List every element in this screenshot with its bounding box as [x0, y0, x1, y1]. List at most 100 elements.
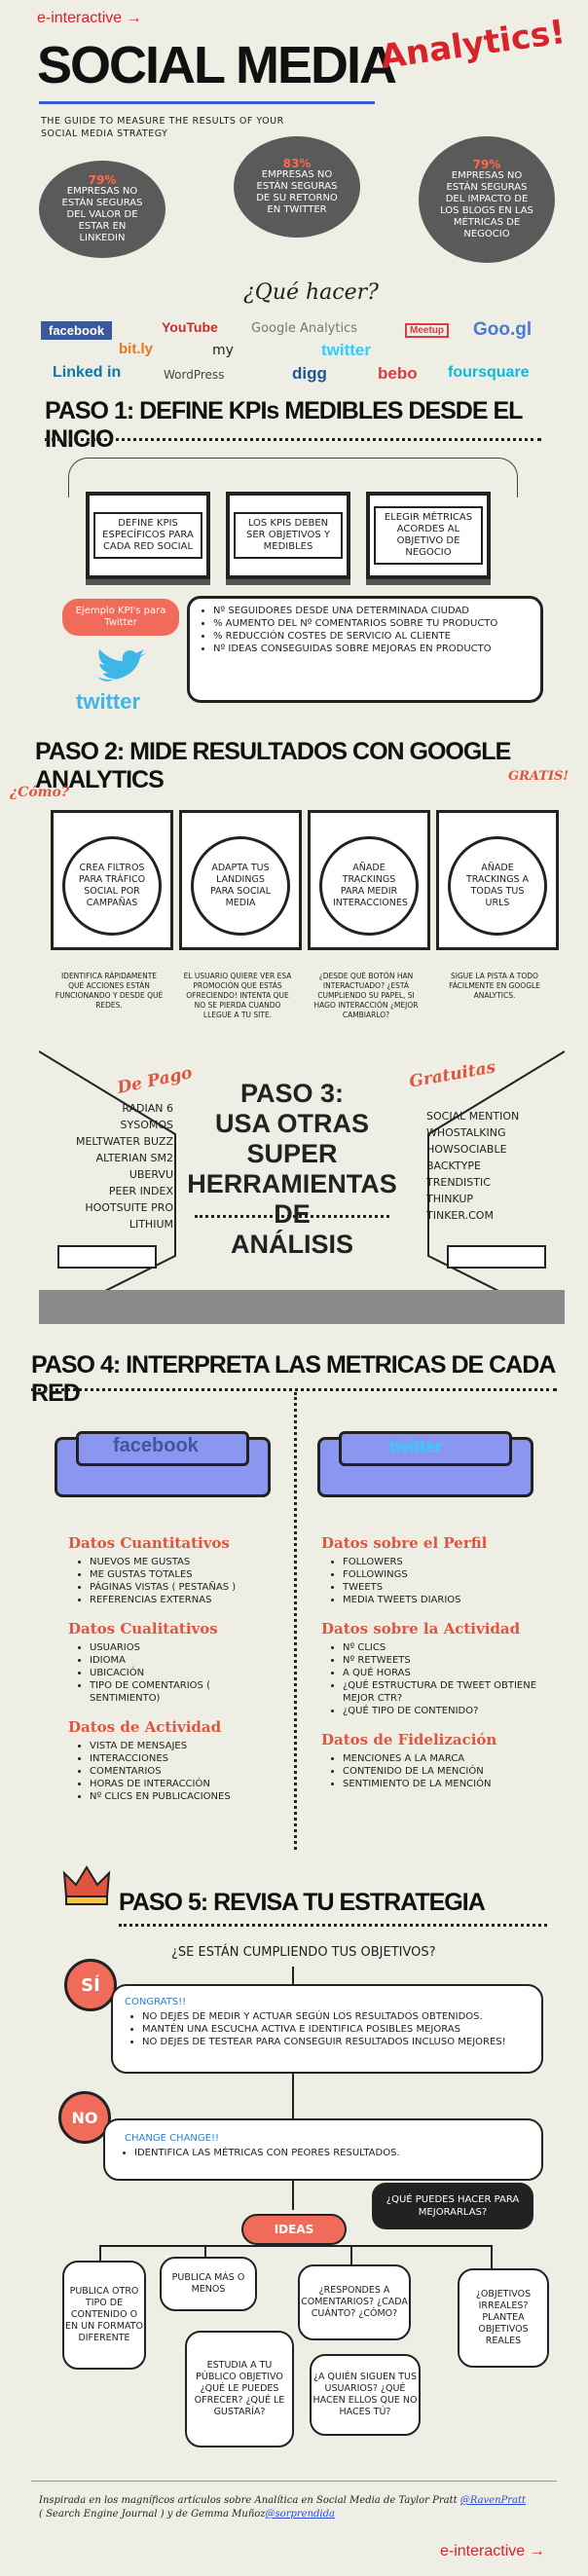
- washer-door: CREA FILTROS PARA TRÁFICO SOCIAL POR CAM…: [62, 836, 162, 936]
- si-list: NO DEJES DE MEDIR Y ACTUAR SEGÚN LOS RES…: [113, 2010, 541, 2048]
- washer-text: AÑADE TRACKINGS PARA MEDIR INTERACCIONES: [333, 863, 408, 908]
- metrics-list: MENCIONES A LA MARCA CONTENIDO DE LA MEN…: [321, 1752, 545, 1790]
- si-circle: SÍ: [64, 1959, 117, 2011]
- paso2-title: PASO 2: MIDE RESULTADOS CON GOOGLE ANALY…: [35, 738, 511, 793]
- title-underline-arrow: [39, 101, 375, 104]
- list-item: TRENDISTIC: [426, 1176, 491, 1189]
- idea-bubble: ¿A QUIÉN SIGUEN TUS USUARIOS? ¿QUÉ HACEN…: [310, 2354, 421, 2436]
- list-item: MELTWATER BUZZ: [75, 1135, 173, 1148]
- idea-bubble: ¿OBJETIVOS IRREALES? PLANTEA OBJETIVOS R…: [458, 2268, 549, 2368]
- google-analytics-logo: Google Analytics: [251, 321, 358, 336]
- list-item: ALTERIAN SM2: [95, 1152, 173, 1164]
- objectives-question: ¿SE ESTÁN CUMPLIENDO TUS OBJETIVOS?: [171, 1945, 436, 1960]
- list-item: Nº RETWEETS: [343, 1654, 545, 1667]
- list-item: THINKUP: [426, 1193, 474, 1205]
- facebook-logo: facebook: [113, 1435, 199, 1456]
- paso3-title: PASO 3: USA OTRAS SUPER HERRAMIENTAS DE …: [185, 1079, 399, 1260]
- footer-line: ( Search Engine Journal ) y de Gemma Muñ…: [39, 2508, 565, 2521]
- tv-text: ELEGIR MÉTRICAS ACORDES AL OBJETIVO DE N…: [373, 506, 484, 565]
- kpi-list: Nº SEGUIDORES DESDE UNA DETERMINADA CIUD…: [190, 605, 540, 655]
- list-item: USUARIOS: [90, 1641, 282, 1654]
- metrics-list: NUEVOS ME GUSTAS ME GUSTAS TOTALES PÁGIN…: [68, 1556, 282, 1606]
- idea-bubble: ESTUDIA A TU PÚBLICO OBJETIVO ¿QUÉ LE PU…: [185, 2331, 294, 2447]
- flow-line: [204, 2245, 206, 2257]
- list-item: TWEETS: [343, 1581, 545, 1594]
- section-title: Datos sobre la Actividad: [321, 1620, 521, 1638]
- como-label: ¿Cómo?: [10, 785, 70, 800]
- list-item: ¿QUÉ ESTRUCTURA DE TWEET OBTIENE MEJOR C…: [343, 1679, 545, 1705]
- kpi-list-box: Nº SEGUIDORES DESDE UNA DETERMINADA CIUD…: [187, 596, 543, 703]
- washer-3: AÑADE TRACKINGS PARA MEDIR INTERACCIONES: [308, 810, 430, 950]
- washer-note: ¿DESDE QUÉ BOTÓN HAN INTERACTUADO? ¿ESTÁ…: [313, 972, 419, 1019]
- congrats-label: CONGRATS!!: [125, 1997, 187, 2007]
- meetup-logo: Meetup: [405, 323, 449, 338]
- list-item: % AUMENTO DEL Nº COMENTARIOS SOBRE TU PR…: [213, 617, 540, 630]
- list-item: FOLLOWERS: [343, 1556, 545, 1568]
- googl-logo: Goo.gl: [473, 319, 533, 340]
- brand-text: e-interactive: [440, 2543, 526, 2559]
- washer-note: SIGUE LA PISTA A TODO FÁCILMENTE EN GOOG…: [449, 972, 540, 1000]
- list-item: NO DEJES DE TESTEAR PARA CONSEGUIR RESUL…: [142, 2036, 541, 2048]
- arrow-icon: →: [122, 10, 142, 26]
- washer-text: AÑADE TRACKINGS A TODAS TUS URLS: [465, 863, 530, 908]
- taylor-pratt-link[interactable]: @RavenPratt: [459, 2495, 527, 2506]
- page-title-accent: Analytics!: [378, 12, 568, 78]
- washer-1: CREA FILTROS PARA TRÁFICO SOCIAL POR CAM…: [51, 810, 173, 950]
- idea-bubble: PUBLICA OTRO TIPO DE CONTENIDO O EN UN F…: [62, 2261, 146, 2370]
- gemma-link[interactable]: @sorprendida: [265, 2509, 335, 2520]
- linkedin-logo: Linked in: [53, 364, 122, 381]
- list-item: MEDIA TWEETS DIARIOS: [343, 1594, 545, 1606]
- list-item: PEER INDEX: [108, 1185, 173, 1197]
- list-item: ME GUSTAS TOTALES: [90, 1568, 282, 1581]
- list-item: SENTIMIENTO DE LA MENCIÓN: [343, 1778, 545, 1790]
- my-logo: my: [212, 343, 234, 358]
- free-tools-list: SOCIAL MENTION WHOSTALKING HOWSOCIABLE B…: [426, 1108, 553, 1224]
- que-hacer-heading: ¿Qué hacer?: [243, 280, 379, 305]
- paso3-line: HERRAMIENTAS DE: [187, 1169, 397, 1229]
- list-item: UBERVU: [129, 1168, 173, 1181]
- list-item: REFERENCIAS EXTERNAS: [90, 1594, 282, 1606]
- list-item: CONTENIDO DE LA MENCIÓN: [343, 1765, 545, 1778]
- stat-bubble-linkedin: 79% EMPRESAS NO ESTÁN SEGURAS DEL VALOR …: [39, 161, 165, 258]
- sofa-back: [76, 1431, 249, 1466]
- washer-note: EL USUARIO QUIERE VER ESA PROMOCIÓN QUE …: [183, 972, 292, 1019]
- flow-line: [491, 2245, 493, 2270]
- metrics-list: Nº CLICS Nº RETWEETS A QUÉ HORAS ¿QUÉ ES…: [321, 1641, 545, 1717]
- metrics-list: FOLLOWERS FOLLOWINGS TWEETS MEDIA TWEETS…: [321, 1556, 545, 1606]
- stat-text: EMPRESAS NO ESTÁN SEGURAS DEL IMPACTO DE…: [440, 170, 533, 239]
- pago-tools-list: RADIAN 6 SYSOMOS MELTWATER BUZZ ALTERIAN…: [58, 1100, 173, 1233]
- list-item: IDIOMA: [90, 1654, 282, 1667]
- list-item: COMENTARIOS: [90, 1765, 282, 1778]
- stat-text: EMPRESAS NO ESTÁN SEGURAS DEL VALOR DE E…: [61, 186, 143, 243]
- tv-text: DEFINE KPIS ESPECÍFICOS PARA CADA RED SO…: [92, 512, 203, 559]
- metrics-list: VISTA DE MENSAJES INTERACCIONES COMENTAR…: [68, 1740, 282, 1803]
- section-title: Datos de Actividad: [68, 1718, 222, 1736]
- no-circle: NO: [58, 2091, 111, 2144]
- flow-line: [99, 2245, 101, 2263]
- footer-text: ( Search Engine Journal ) y de Gemma Muñ…: [39, 2509, 266, 2520]
- list-item: HOWSOCIABLE: [426, 1143, 507, 1156]
- paso3-line: PASO 3:: [239, 1079, 345, 1108]
- washer-door: AÑADE TRACKINGS A TODAS TUS URLS: [448, 836, 547, 936]
- subtitle-line: THE GUIDE TO MEASURE THE RESULTS OF YOUR: [41, 116, 284, 127]
- flow-line: [99, 2245, 491, 2247]
- list-item: Nº IDEAS CONSEGUIDAS SOBRE MEJORAS EN PR…: [213, 643, 540, 655]
- footer-divider: [31, 2481, 557, 2482]
- section-title: Datos Cuantitativos: [68, 1534, 230, 1552]
- section-title: Datos Cualitativos: [68, 1620, 218, 1638]
- stat-percent: 79%: [472, 158, 501, 171]
- list-item: IDENTIFICA LAS MÉTRICAS CON PEORES RESUL…: [134, 2147, 541, 2159]
- list-item: Nº CLICS EN PUBLICACIONES: [90, 1790, 282, 1803]
- arrow-icon: →: [525, 2543, 545, 2559]
- foursquare-logo: foursquare: [448, 364, 530, 381]
- idea-bubble: ¿RESPONDES A COMENTARIOS? ¿CADA CUÁNTO? …: [298, 2264, 411, 2340]
- washer-text: ADAPTA TUS LANDINGS PARA SOCIAL MEDIA: [209, 863, 272, 908]
- twitter-wordmark: twitter: [76, 689, 140, 714]
- list-item: A QUÉ HORAS: [343, 1667, 545, 1679]
- list-item: TIPO DE COMENTARIOS ( SENTIMIENTO): [90, 1679, 282, 1705]
- paso4-title: PASO 4: INTERPRETA LAS METRICAS DE CADA …: [31, 1351, 555, 1407]
- footer-line: Inspirada en los magníficos artículos so…: [39, 2494, 565, 2508]
- change-label: CHANGE CHANGE!!: [125, 2133, 219, 2144]
- washer-door: AÑADE TRACKINGS PARA MEDIR INTERACCIONES: [319, 836, 419, 936]
- paso5-title: PASO 5: REVISA TU ESTRATEGIA: [119, 1889, 486, 1916]
